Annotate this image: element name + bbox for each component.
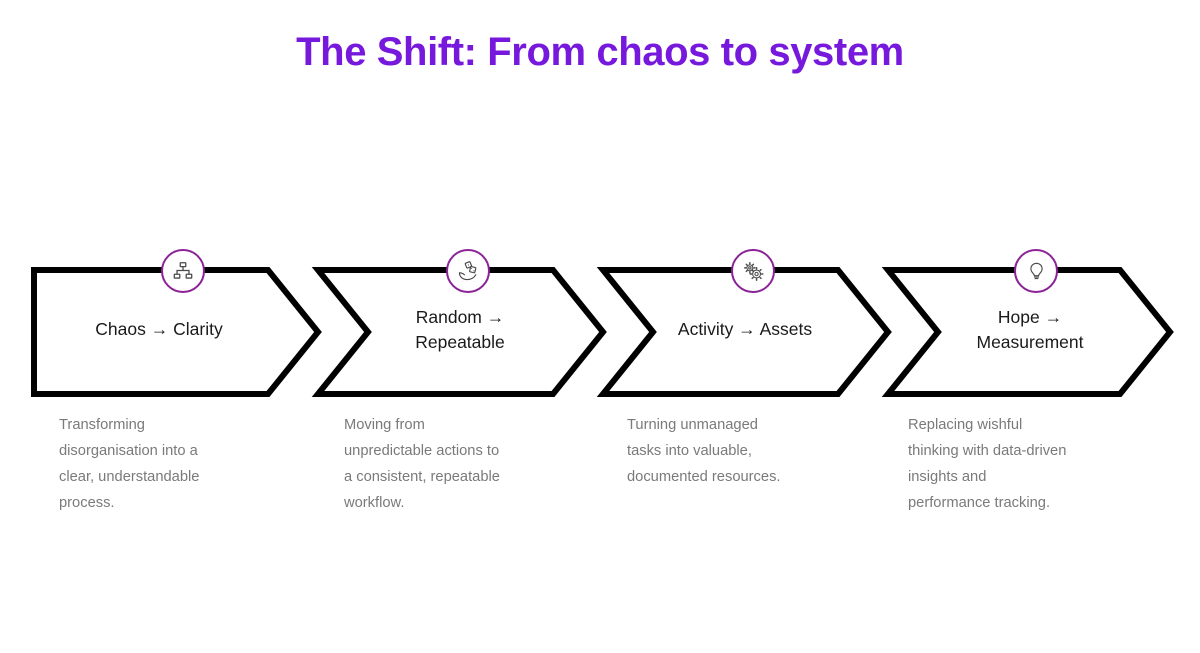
chevron-shape-4 xyxy=(881,267,1174,397)
chevron-shape-2 xyxy=(311,267,607,397)
chevron-shape-1 xyxy=(31,267,322,397)
hierarchy-icon xyxy=(172,260,194,282)
chevron-shape-3 xyxy=(596,267,892,397)
process-flow-diagram: Chaos → Clarity Random → Repeatable Acti… xyxy=(0,249,1200,402)
chevron-outlines xyxy=(31,267,1174,397)
step-label-3: Activity → Assets xyxy=(677,319,813,339)
step-icon-badge-3[interactable] xyxy=(731,249,775,293)
gears-icon xyxy=(742,260,765,283)
step-icon-badge-4[interactable] xyxy=(1014,249,1058,293)
step-icon-badge-1[interactable] xyxy=(161,249,205,293)
step-description-1: Transforming disorganisation into a clea… xyxy=(59,417,200,511)
step-label-1: Chaos → Clarity xyxy=(95,319,223,339)
step-label-2: Random → Repeatable xyxy=(415,307,505,352)
page-title: The Shift: From chaos to system xyxy=(296,30,904,74)
step-label-4: Hope → Measurement xyxy=(976,307,1084,352)
step-description-3: Turning unmanaged tasks into valuable, d… xyxy=(627,417,781,485)
step-description-4: Replacing wishful thinking with data-dri… xyxy=(908,417,1067,511)
lightbulb-icon xyxy=(1026,261,1047,282)
hand-dice-icon xyxy=(457,260,480,283)
step-description-2: Moving from unpredictable actions to a c… xyxy=(344,417,500,511)
step-icon-badge-2[interactable] xyxy=(446,249,490,293)
